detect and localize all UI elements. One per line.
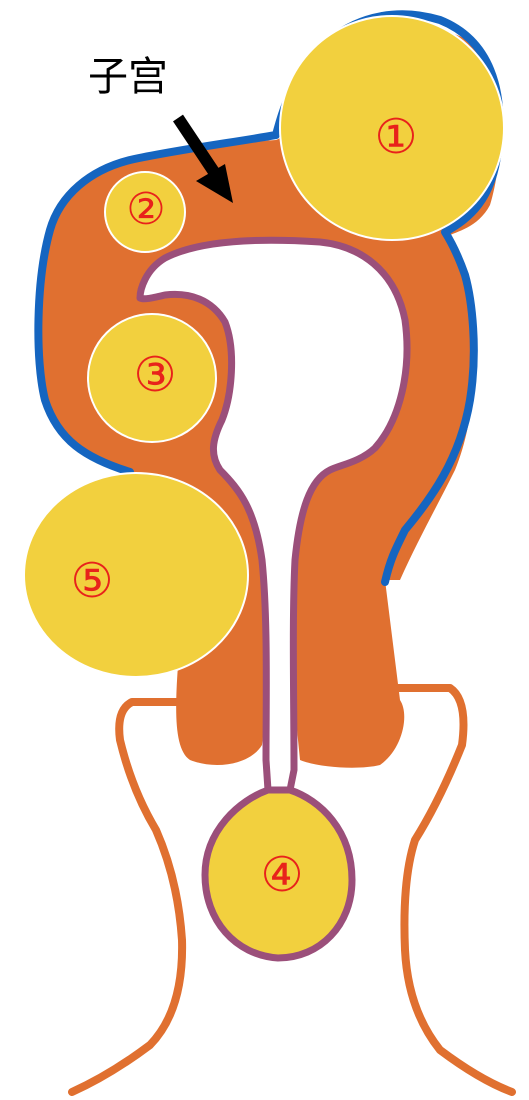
fibroid-1-number: ① <box>374 109 417 165</box>
fibroid-2-number: ② <box>126 184 165 235</box>
uterus-label: 子宫 <box>88 54 168 100</box>
fibroid-4-number: ④ <box>260 847 303 903</box>
fibroid-5 <box>24 473 248 677</box>
fibroid-3-number: ③ <box>133 347 176 403</box>
fibroid-5-number: ⑤ <box>70 553 113 609</box>
